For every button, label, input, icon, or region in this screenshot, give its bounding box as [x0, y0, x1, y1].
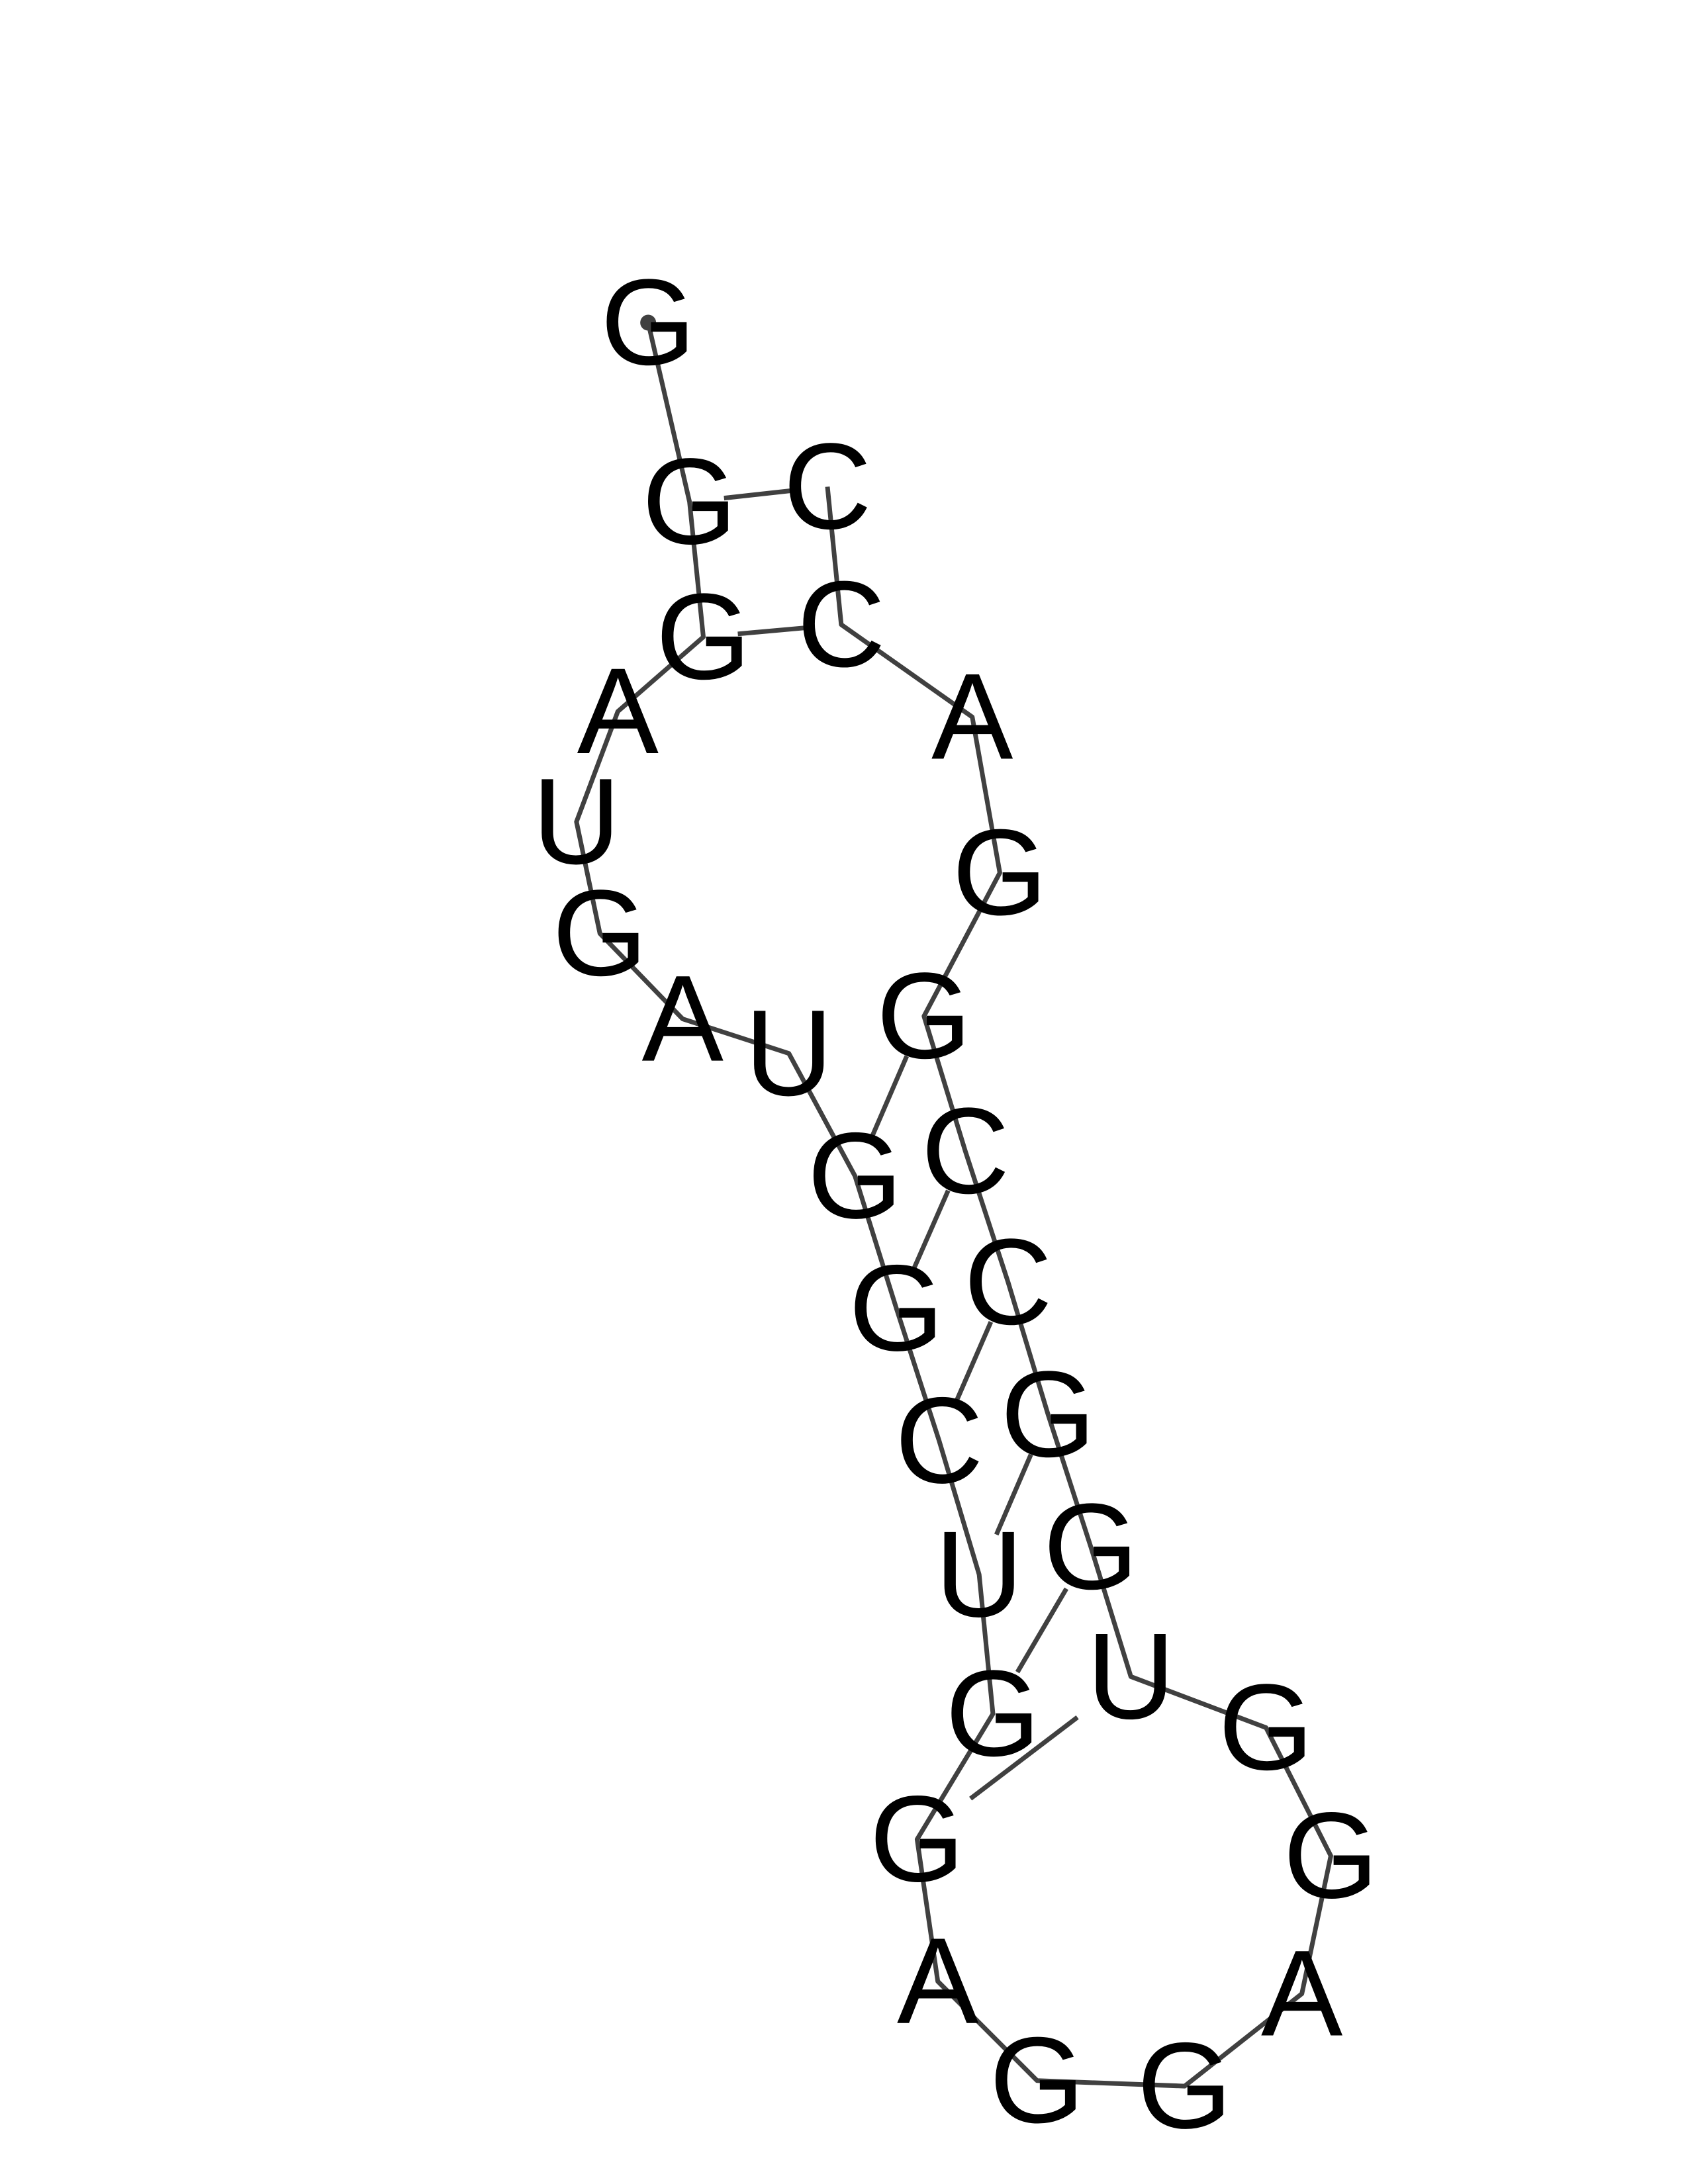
- nucleotide-28: A: [931, 649, 1013, 785]
- nucleotide-9: G: [808, 1108, 903, 1244]
- nucleotide-10: G: [849, 1240, 944, 1377]
- nucleotide-18: A: [1261, 1926, 1343, 2062]
- nucleotide-5: U: [532, 754, 621, 890]
- nucleotide-20: G: [1219, 1659, 1314, 1796]
- nucleotide-11: C: [895, 1373, 984, 1509]
- nucleotide-19: G: [1283, 1788, 1378, 1924]
- nucleotide-30: C: [783, 418, 872, 555]
- nucleotide-12: U: [935, 1506, 1023, 1643]
- base-pair-link: [870, 1055, 910, 1138]
- nucleotide-24: C: [964, 1214, 1053, 1351]
- nucleotide-29: C: [797, 557, 886, 693]
- nucleotide-27: G: [952, 805, 1047, 941]
- nucleotide-2: G: [642, 433, 737, 570]
- nucleotide-13: G: [945, 1646, 1041, 1782]
- nucleotide-3: G: [656, 569, 751, 705]
- backbone-line: [574, 322, 1333, 2089]
- base-pair-link: [724, 488, 794, 501]
- nucleotide-22: G: [1043, 1479, 1139, 1615]
- nucleotide-17: G: [1137, 2018, 1233, 2154]
- nucleotide-15: A: [897, 1913, 979, 2050]
- nucleotide-25: C: [921, 1083, 1010, 1220]
- nucleotide-23: G: [1000, 1347, 1096, 1483]
- base-pair-link: [737, 625, 808, 637]
- nucleotide-26: G: [876, 948, 972, 1084]
- base-pair-link: [969, 1715, 1079, 1801]
- nucleotide-14: G: [869, 1771, 964, 1907]
- base-pair-link: [994, 1453, 1033, 1536]
- nucleotide-21: U: [1087, 1608, 1176, 1745]
- nucleotide-8: U: [745, 985, 833, 1122]
- nucleotide-1: G: [600, 255, 696, 391]
- five-prime-start-marker: [640, 314, 657, 331]
- base-pair-link: [954, 1321, 994, 1402]
- base-pair-link: [912, 1189, 951, 1271]
- nucleotide-4: A: [577, 643, 659, 780]
- base-pair-link: [1015, 1587, 1068, 1674]
- base-pair-links: [724, 488, 1079, 1801]
- nucleotide-6: G: [552, 865, 647, 1001]
- nucleotide-16: G: [990, 2013, 1085, 2149]
- nucleotide-7: A: [642, 951, 724, 1087]
